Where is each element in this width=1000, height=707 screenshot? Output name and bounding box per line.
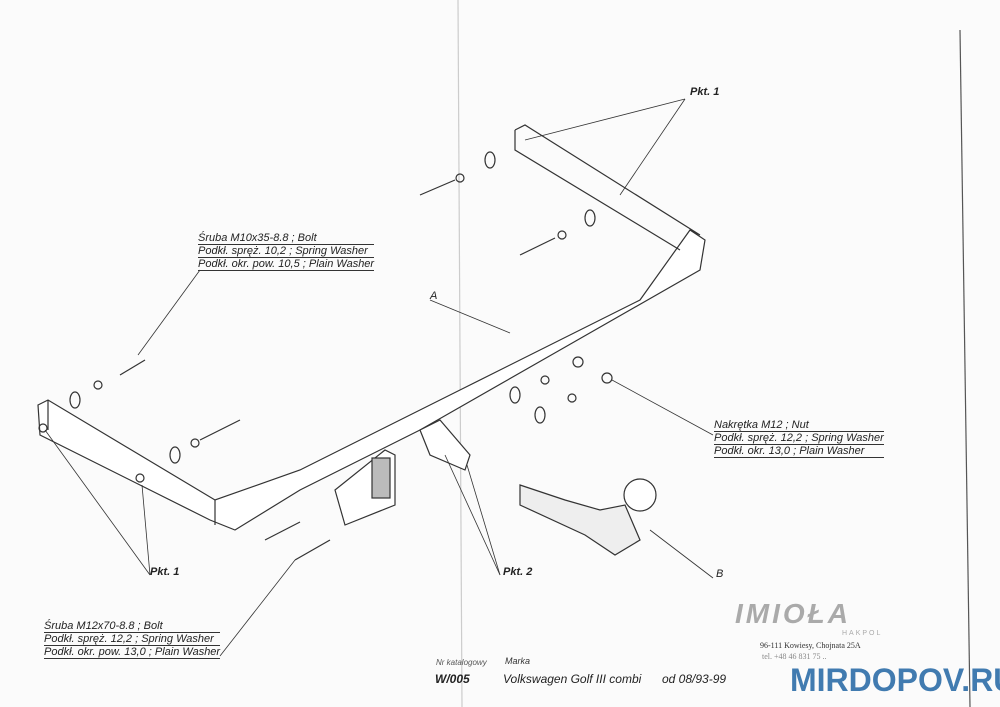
part-a-label: A — [430, 290, 438, 302]
left-bracket-edge — [47, 400, 216, 525]
address: 96-111 Kowiesy, Chojnata 25A — [760, 641, 861, 650]
catalog-number: W/005 — [435, 672, 470, 686]
watermark: MIRDOPOV.RU — [790, 662, 1000, 698]
callout-line: Śruba M10x35-8.8 ; Bolt — [198, 232, 375, 245]
label-plate — [371, 457, 391, 499]
right-bracket-edge — [514, 130, 681, 251]
right-bracket — [514, 124, 701, 236]
callout-line: Podkł. spręż. 12,2 ; Spring Washer — [714, 432, 884, 445]
part-b-label: B — [716, 568, 724, 580]
callout-line: Nakrętka M12 ; Nut — [714, 419, 884, 432]
fold-line — [457, 0, 463, 707]
callout-line: Śruba M12x70-8.8 ; Bolt — [44, 620, 221, 633]
bolt-m10-callout: Śruba M10x35-8.8 ; Bolt Podkł. spręż. 10… — [198, 232, 375, 271]
hakpol-logo-sub: HAKPOL — [842, 630, 883, 637]
callout-line: Podkł. okr. pow. 13,0 ; Plain Washer — [44, 646, 221, 659]
page-edge — [959, 29, 971, 707]
pkt1-label-top: Pkt. 1 — [690, 86, 720, 98]
bolts-washers — [38, 151, 613, 561]
pkt1-label-bottom: Pkt. 1 — [150, 566, 180, 578]
crossbar-a — [37, 229, 706, 531]
callout-line: Podkł. spręż. 12,2 ; Spring Washer — [44, 633, 221, 646]
make-label: Marka — [505, 656, 531, 666]
bolt-m12-callout: Śruba M12x70-8.8 ; Bolt Podkł. spręż. 12… — [44, 620, 221, 659]
pkt2-label: Pkt. 2 — [503, 566, 533, 578]
ball-mount-bracket — [419, 419, 471, 471]
callout-line: Podkł. spręż. 10,2 ; Spring Washer — [198, 245, 375, 258]
phone: tel. +48 46 831 75 .. — [762, 652, 827, 661]
leader-lines — [44, 98, 714, 657]
nut-m12-callout: Nakrętka M12 ; Nut Podkł. spręż. 12,2 ; … — [714, 419, 884, 458]
model-years: od 08/93-99 — [662, 672, 727, 686]
imiola-logo: IMIOŁA — [735, 598, 851, 629]
ball-hook-b — [519, 484, 641, 556]
callout-line: Podkł. okr. pow. 10,5 ; Plain Washer — [198, 258, 375, 271]
tow-ball — [623, 478, 657, 512]
vehicle-make: Volkswagen Golf III combi — [503, 672, 642, 686]
catalog-label: Nr katalogowy — [436, 658, 487, 667]
callout-line: Podkł. okr. 13,0 ; Plain Washer — [714, 445, 884, 458]
